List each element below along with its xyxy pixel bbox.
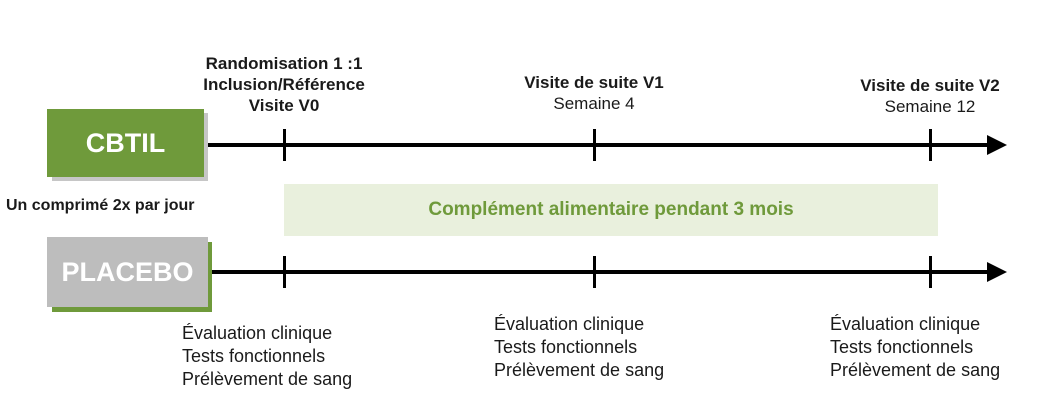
assessment-v1-functional: Tests fonctionnels — [494, 337, 638, 357]
visit-v0-line-randomisation: Randomisation 1 :1 — [205, 54, 363, 73]
supplement-label: Complément alimentaire pendant 3 mois — [428, 199, 794, 220]
visit-v2-week: Semaine 12 — [884, 97, 976, 116]
active-timeline-axis — [208, 143, 988, 147]
active-timeline-arrowhead — [987, 135, 1007, 155]
assessment-v2-clinical: Évaluation clinique — [830, 314, 981, 334]
active-tick-v2 — [929, 129, 932, 161]
assessment-v0-blood: Prélèvement de sang — [182, 369, 353, 389]
placebo-tick-v2 — [929, 256, 932, 288]
assessment-v0-functional: Tests fonctionnels — [182, 346, 326, 366]
active-tick-v1 — [593, 129, 596, 161]
placebo-tick-v0 — [283, 256, 286, 288]
visit-v1-title: Visite de suite V1 — [524, 73, 664, 92]
placebo-arm-box: PLACEBO — [47, 237, 208, 307]
placebo-tick-v1 — [593, 256, 596, 288]
visit-v0-label: Randomisation 1 :1 Inclusion/Référence V… — [172, 53, 396, 116]
assessments-v0: Évaluation clinique Tests fonctionnels P… — [182, 322, 352, 391]
active-arm-label: CBTIL — [85, 127, 166, 158]
placebo-timeline-arrowhead — [987, 262, 1007, 282]
visit-v0-line-visit: Visite V0 — [248, 96, 320, 115]
active-arm-box: CBTIL — [47, 109, 204, 177]
assessment-v1-clinical: Évaluation clinique — [494, 314, 645, 334]
assessments-v2: Évaluation clinique Tests fonctionnels P… — [830, 313, 1000, 382]
active-tick-v0 — [283, 129, 286, 161]
visit-v1-week: Semaine 4 — [553, 94, 635, 113]
assessment-v2-blood: Prélèvement de sang — [830, 360, 1001, 380]
assessments-v1: Évaluation clinique Tests fonctionnels P… — [494, 313, 664, 382]
visit-v0-line-inclusion: Inclusion/Référence — [203, 75, 365, 94]
placebo-arm-label: PLACEBO — [61, 256, 194, 287]
visit-v2-title: Visite de suite V2 — [860, 76, 1000, 95]
assessment-v1-blood: Prélèvement de sang — [494, 360, 665, 380]
placebo-timeline-axis — [212, 270, 988, 274]
visit-v2-label: Visite de suite V2 Semaine 12 — [830, 75, 1030, 117]
supplement-band: Complément alimentaire pendant 3 mois — [284, 184, 938, 236]
assessment-v0-clinical: Évaluation clinique — [182, 323, 333, 343]
assessment-v2-functional: Tests fonctionnels — [830, 337, 974, 357]
active-arm-dosage: Un comprimé 2x par jour — [6, 197, 195, 214]
visit-v1-label: Visite de suite V1 Semaine 4 — [494, 72, 694, 114]
